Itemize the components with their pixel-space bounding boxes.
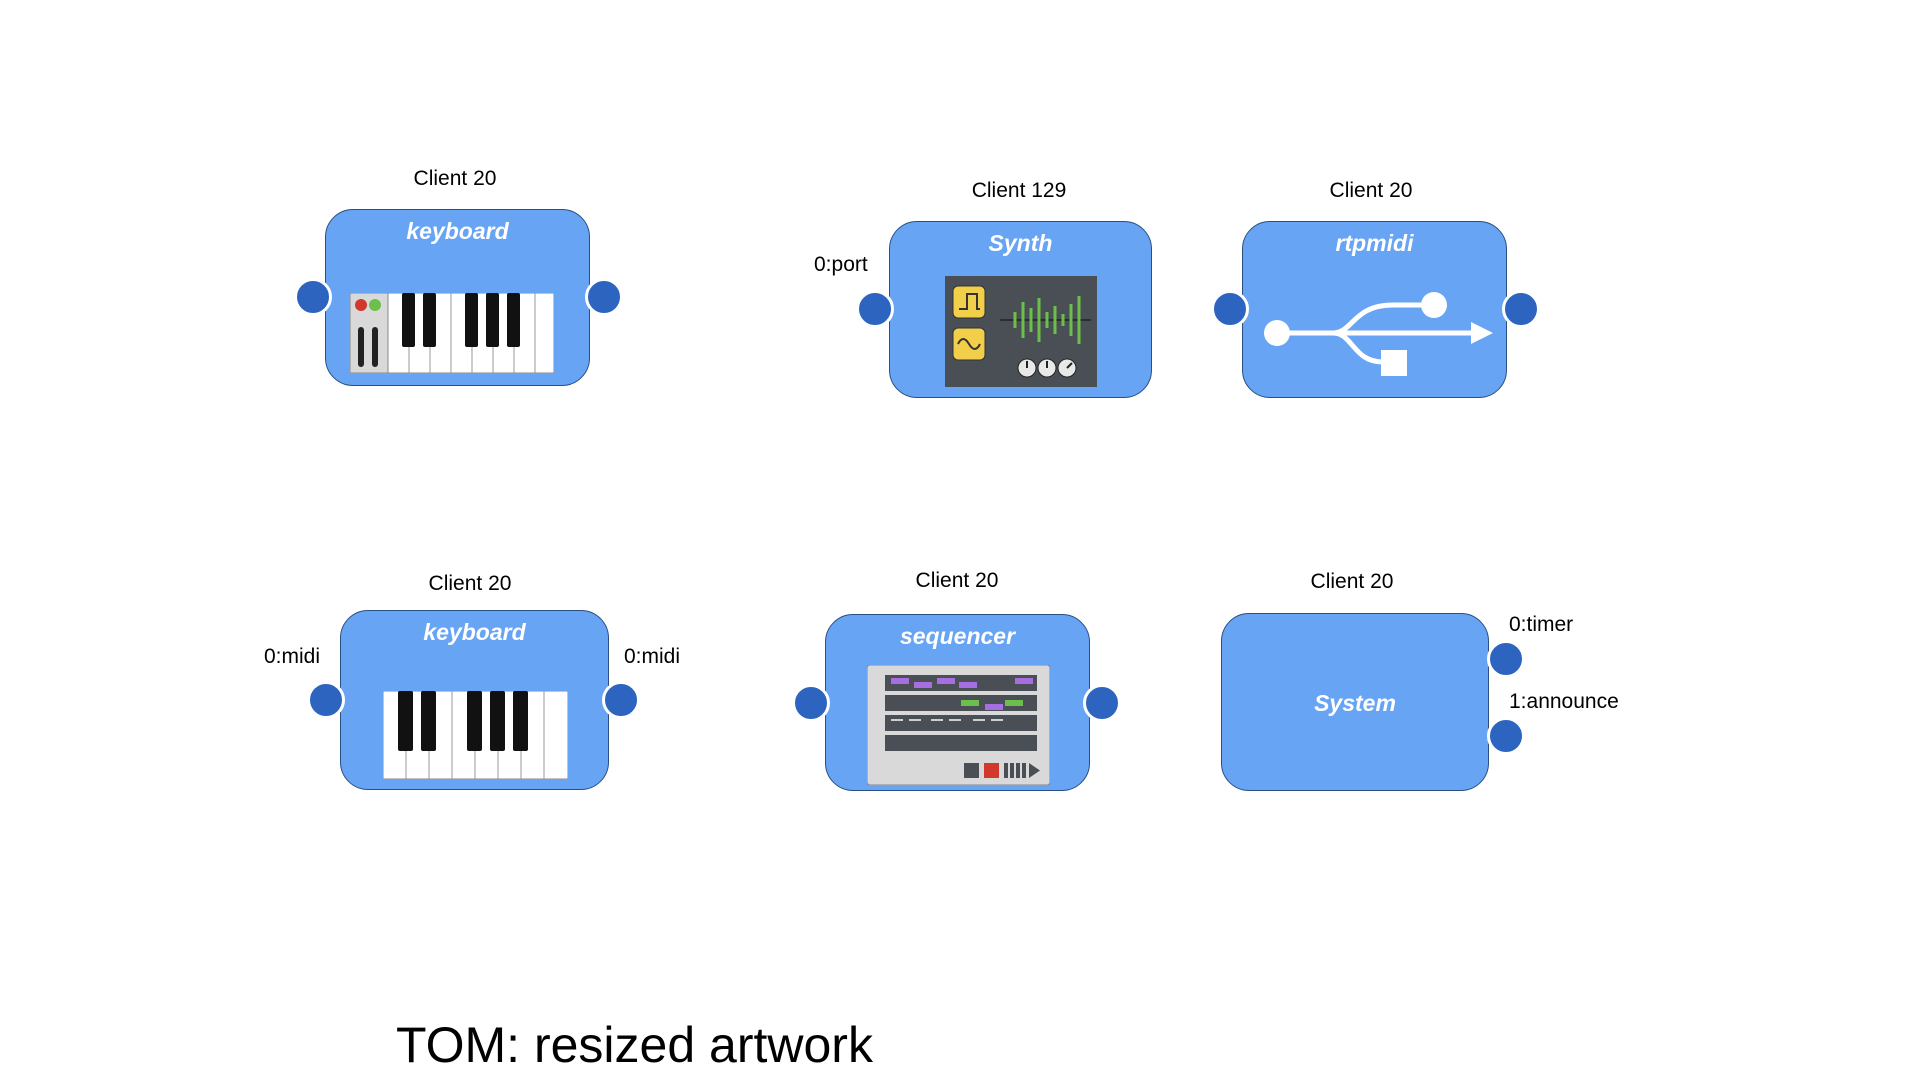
output-port[interactable] [1083,684,1121,722]
output-port[interactable] [1487,717,1525,755]
input-port[interactable] [294,278,332,316]
node-title: Synth [988,230,1053,256]
client-label: Client 129 [971,179,1067,202]
client-label: Client 20 [428,572,512,595]
client-label: Client 20 [915,569,999,592]
port-label-input: 0:port [814,253,868,276]
node-sequencer[interactable]: sequencer [825,614,1090,791]
node-synth[interactable]: Synth [889,221,1152,398]
client-label: Client 20 [1310,570,1394,593]
usb-icon [1264,292,1493,376]
output-port[interactable] [585,278,623,316]
node-system[interactable]: System [1221,613,1489,791]
output-port[interactable] [1487,640,1525,678]
sequencer-icon [867,665,1050,785]
port-label-output: 1:announce [1509,690,1619,713]
node-title: keyboard [423,619,526,645]
footer-note: TOM: resized artwork [396,1017,873,1073]
node-title: System [1314,690,1396,716]
node-keyboard[interactable]: keyboard [325,209,590,386]
piano-keyboard-icon [383,691,568,779]
client-label: Client 20 [413,167,497,190]
node-keyboard-2[interactable]: keyboard [340,610,609,790]
port-label-output: 0:timer [1509,613,1574,636]
node-rtpmidi[interactable]: rtpmidi [1242,221,1507,398]
input-port[interactable] [792,684,830,722]
input-port[interactable] [1211,290,1249,328]
output-port[interactable] [602,681,640,719]
input-port[interactable] [307,681,345,719]
midi-keyboard-icon [350,293,554,373]
client-label: Client 20 [1329,179,1413,202]
port-label-input: 0:midi [264,645,321,668]
node-title: sequencer [899,623,1016,649]
port-label-output: 0:midi [624,645,681,668]
node-title: rtpmidi [1335,230,1414,256]
synth-icon [945,276,1097,387]
output-port[interactable] [1502,290,1540,328]
input-port[interactable] [856,290,894,328]
node-title: keyboard [406,218,509,244]
